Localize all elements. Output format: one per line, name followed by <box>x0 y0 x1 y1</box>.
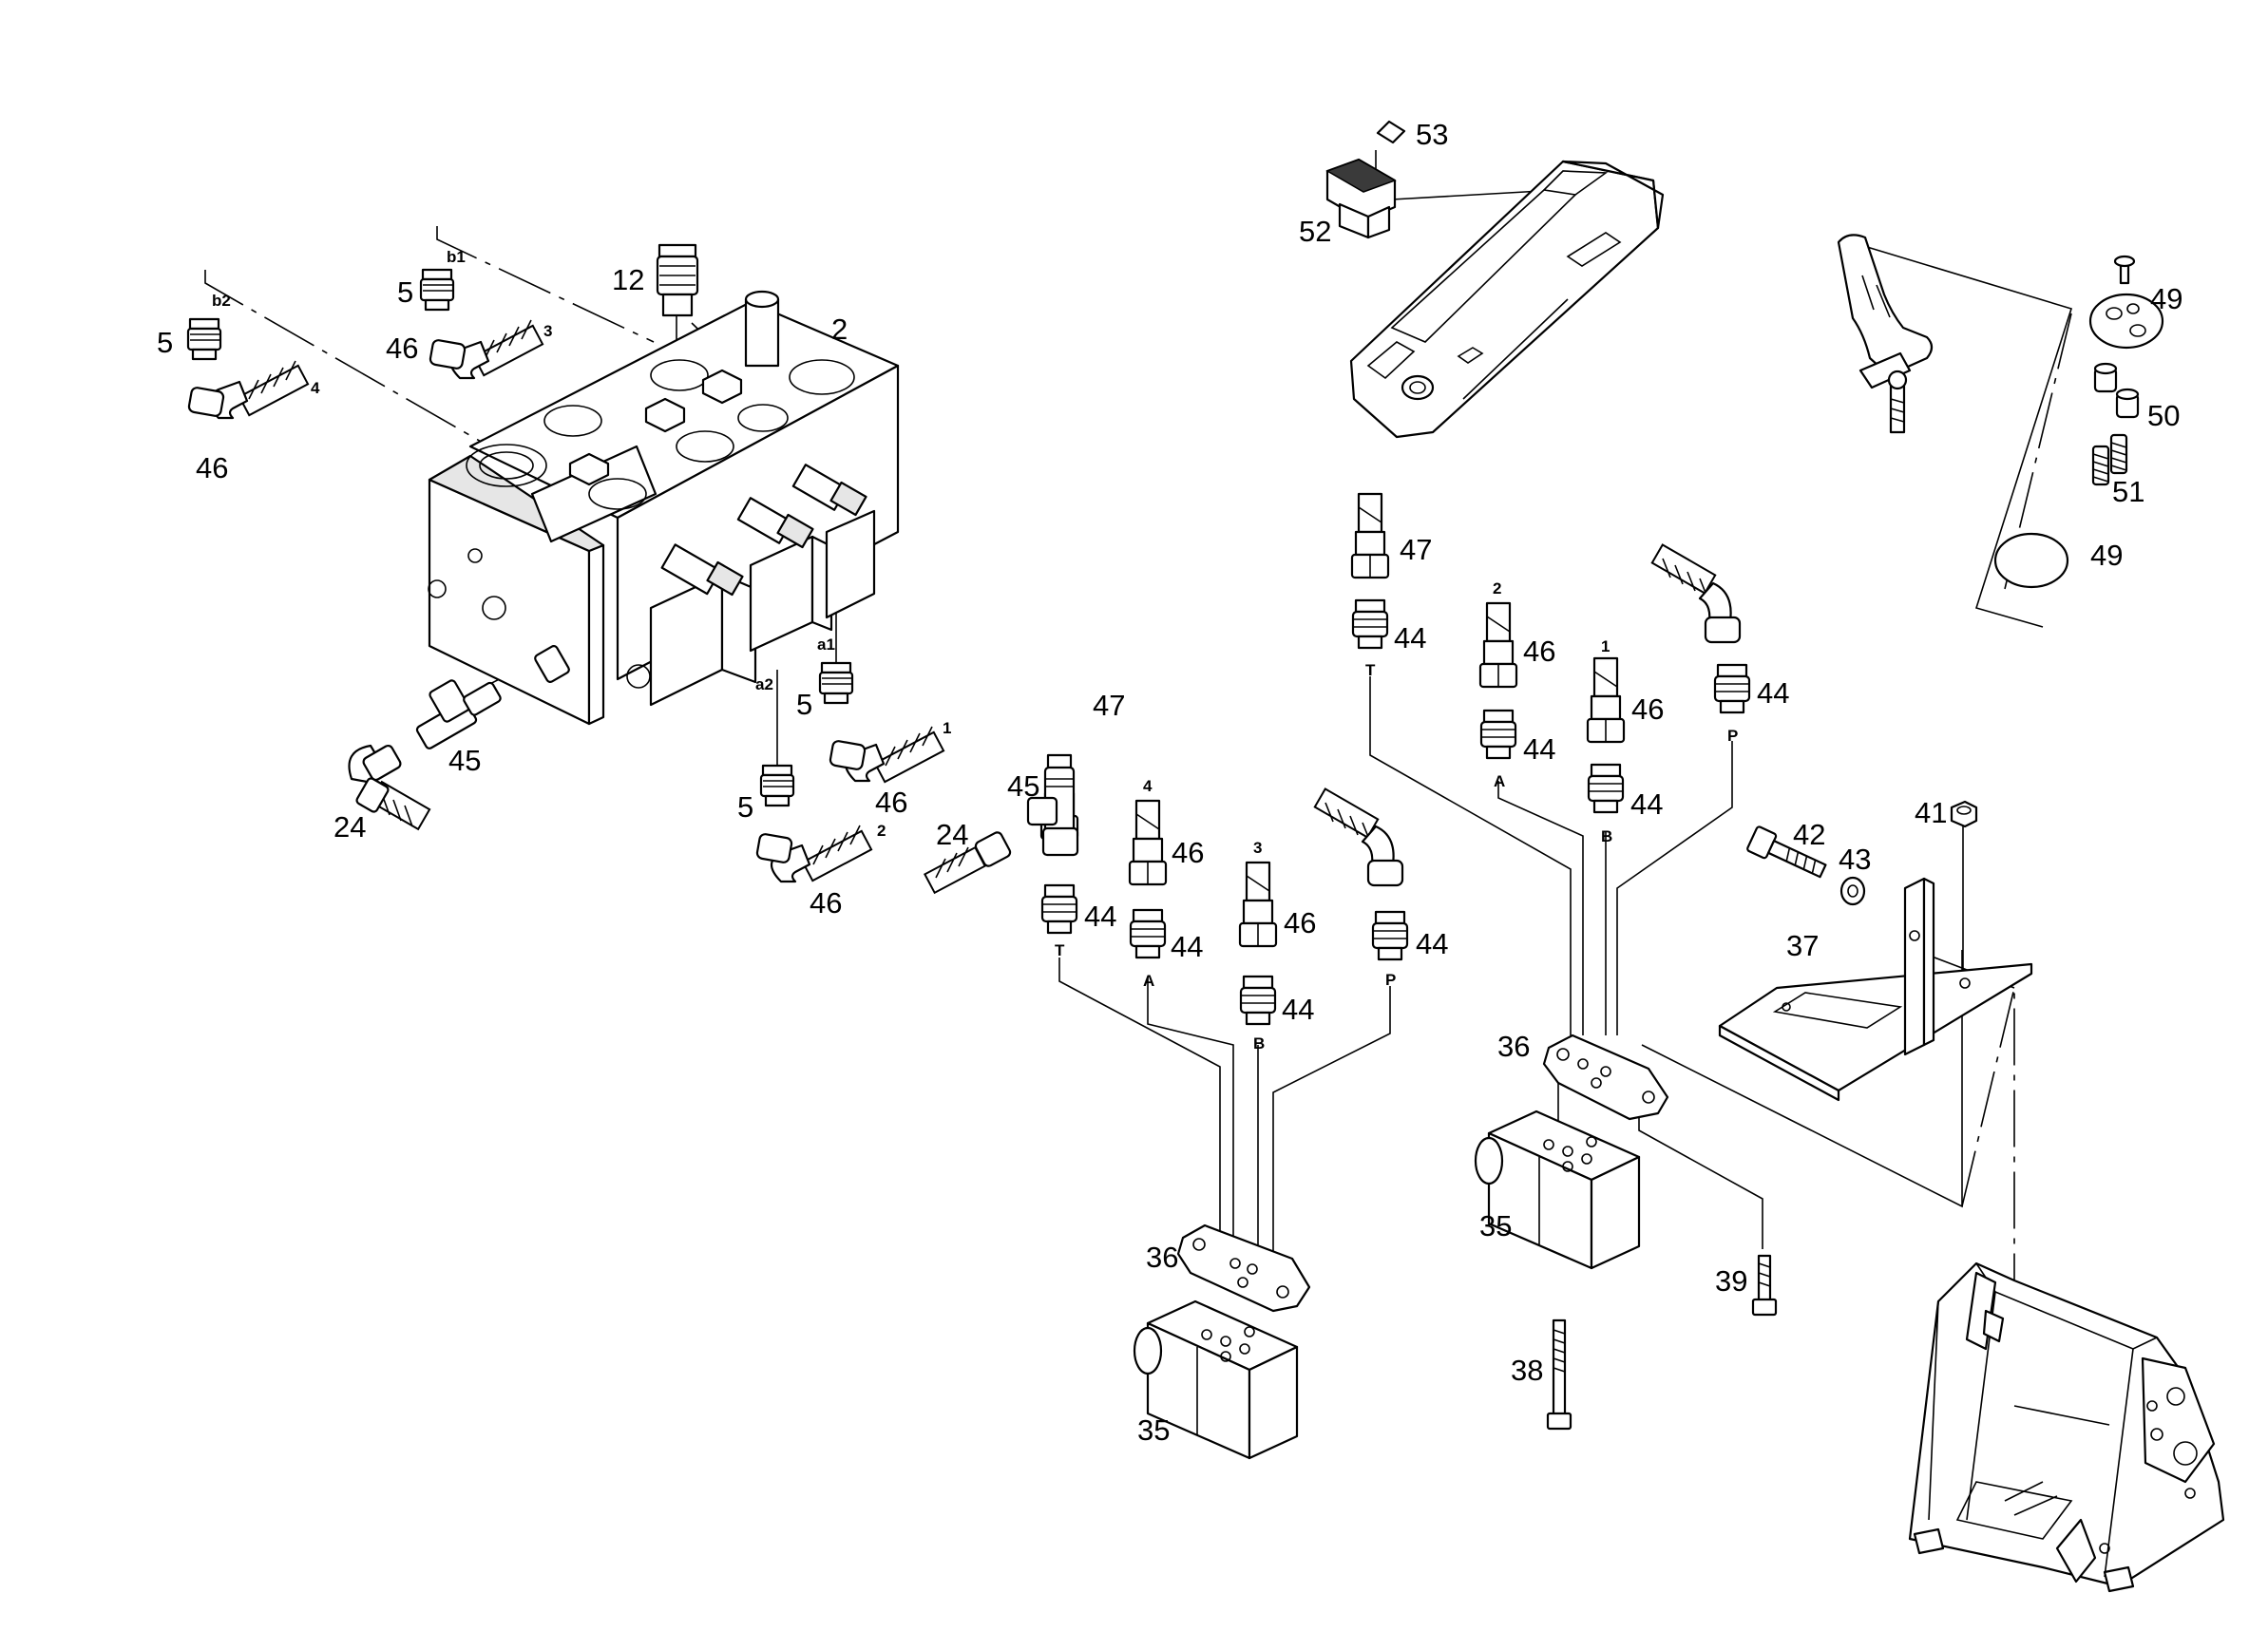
port-A-middle: A <box>1143 972 1154 990</box>
callout-49: 49 <box>2150 282 2182 315</box>
callout-46: 46 <box>810 886 842 920</box>
callout-38: 38 <box>1511 1354 1543 1387</box>
callout-46: 46 <box>1172 836 1204 869</box>
callout-44: 44 <box>1084 900 1116 933</box>
callout-5: 5 <box>737 790 753 824</box>
callout-52: 52 <box>1299 215 1331 248</box>
tee-and-hose-fittings <box>348 679 1079 895</box>
callout-44: 44 <box>1282 993 1314 1026</box>
port-b1: b1 <box>447 248 466 266</box>
fitting-12 <box>656 243 699 317</box>
joystick-assembly <box>1837 234 2164 589</box>
callout-45: 45 <box>1007 769 1039 803</box>
port-a1: a1 <box>817 635 835 654</box>
port-B-middle: B <box>1253 1034 1265 1053</box>
port-hose-3: 3 <box>543 322 552 340</box>
elbow-hoses <box>187 319 1742 887</box>
port-A-right: A <box>1494 772 1505 790</box>
callout-44: 44 <box>1171 930 1203 963</box>
callout-5: 5 <box>157 326 173 359</box>
callout-12: 12 <box>612 263 644 296</box>
port-P-middle: P <box>1385 971 1396 989</box>
callout-37: 37 <box>1786 929 1819 962</box>
callout-24: 24 <box>936 818 968 851</box>
port-b2: b2 <box>212 292 231 310</box>
bolts-and-nuts <box>1546 800 1978 1431</box>
control-valve-block <box>428 290 900 726</box>
callout-41: 41 <box>1915 796 1947 829</box>
hose-end-fittings <box>1039 492 1626 948</box>
callout-5: 5 <box>796 688 812 721</box>
callout-39: 39 <box>1715 1264 1747 1298</box>
callout-44: 44 <box>1523 732 1555 766</box>
port-line-2: 2 <box>1493 579 1501 597</box>
callout-36: 36 <box>1497 1030 1530 1063</box>
port-hose-2: 2 <box>877 822 886 840</box>
callout-44: 44 <box>1416 927 1448 960</box>
manifold-assemblies <box>1133 1034 1669 1460</box>
port-hose-1: 1 <box>943 719 951 737</box>
callout-47: 47 <box>1093 689 1125 722</box>
callout-44: 44 <box>1757 676 1789 710</box>
callout-43: 43 <box>1839 843 1871 876</box>
callout-49: 49 <box>2090 539 2123 572</box>
callout-46: 46 <box>1631 692 1664 726</box>
callout-46: 46 <box>196 451 228 484</box>
callout-45: 45 <box>448 744 481 777</box>
callout-44: 44 <box>1394 621 1426 654</box>
mounting-bracket-37 <box>1718 877 2033 1102</box>
port-T-middle: T <box>1055 941 1065 959</box>
callout-42: 42 <box>1793 818 1825 851</box>
port-T-right: T <box>1365 661 1376 679</box>
callout-36: 36 <box>1146 1241 1178 1274</box>
port-labels: b1 b2 a1 a2 1 2 3 4 4 3 2 1 T A B P T A … <box>212 248 1738 1053</box>
callout-labels: 2 5 5 5 5 12 46 46 46 46 46 46 46 46 45 … <box>157 118 2182 1447</box>
port-line-1: 1 <box>1601 637 1610 655</box>
port-P-right: P <box>1727 727 1738 745</box>
callout-2: 2 <box>831 313 848 346</box>
callout-5: 5 <box>397 275 413 309</box>
callout-35: 35 <box>1137 1413 1170 1447</box>
port-a2: a2 <box>755 675 773 693</box>
port-line-4: 4 <box>1143 777 1153 795</box>
callout-47: 47 <box>1400 533 1432 566</box>
callout-44: 44 <box>1630 787 1663 821</box>
callout-24: 24 <box>334 810 366 844</box>
port-line-3: 3 <box>1253 839 1262 857</box>
callout-46: 46 <box>386 332 418 365</box>
callout-46: 46 <box>1523 635 1555 668</box>
port-hose-4: 4 <box>311 379 320 397</box>
fittings <box>186 268 1751 1026</box>
callout-46: 46 <box>875 786 907 819</box>
machine-frame <box>1908 1261 2225 1593</box>
callout-51: 51 <box>2112 475 2144 508</box>
port-B-right: B <box>1601 827 1612 845</box>
callout-50: 50 <box>2147 399 2180 432</box>
callout-35: 35 <box>1479 1209 1512 1242</box>
callout-46: 46 <box>1284 906 1316 939</box>
operator-console <box>1325 120 1665 439</box>
leader-lines <box>204 150 2073 1444</box>
callout-53: 53 <box>1416 118 1448 151</box>
